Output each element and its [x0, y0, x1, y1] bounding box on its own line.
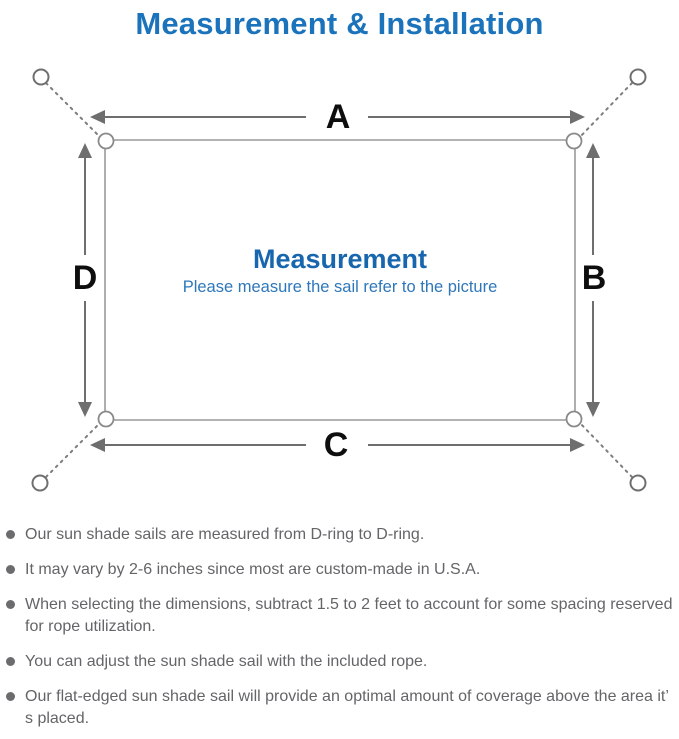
arrow-c-head-left — [90, 438, 105, 452]
dimension-label-c: C — [324, 426, 349, 464]
anchor-ring-icon-top-left — [32, 68, 50, 86]
note-item-1: Our sun shade sails are measured from D-… — [6, 524, 677, 546]
guy-line-bottom-left — [45, 420, 103, 478]
guy-line-bottom-right — [577, 420, 633, 478]
measurement-heading: Measurement — [253, 244, 427, 274]
bullet-icon — [6, 530, 15, 539]
d-ring-icon-bottom-left — [97, 410, 115, 428]
arrow-c-head-right — [570, 438, 585, 452]
d-ring-icon-top-right — [565, 132, 583, 150]
bullet-icon — [6, 600, 15, 609]
measurement-diagram: A C D B Measurement Please measure the s… — [31, 68, 647, 492]
note-item-3: When selecting the dimensions, subtract … — [6, 594, 677, 638]
arrow-d-head-down — [78, 402, 92, 417]
bullet-icon — [6, 692, 15, 701]
arrow-d-head-up — [78, 143, 92, 158]
arrow-a-head-right — [570, 110, 585, 124]
arrow-a-head-left — [90, 110, 105, 124]
arrow-b-head-up — [586, 143, 600, 158]
anchor-ring-icon-top-right — [629, 68, 647, 86]
note-item-4: You can adjust the sun shade sail with t… — [6, 651, 677, 673]
sail-outline — [104, 139, 576, 421]
note-text: It may vary by 2-6 inches since most are… — [25, 561, 481, 578]
note-text: Our sun shade sails are measured from D-… — [25, 526, 425, 543]
d-ring-icon-top-left — [97, 132, 115, 150]
page-title: Measurement & Installation — [135, 6, 544, 41]
anchor-ring-icon-bottom-left — [31, 474, 49, 492]
note-text: When selecting the dimensions, subtract … — [25, 596, 673, 635]
bullet-icon — [6, 565, 15, 574]
anchor-ring-icon-bottom-right — [629, 474, 647, 492]
guy-line-top-left — [45, 82, 103, 140]
d-ring-icon-bottom-right — [565, 410, 583, 428]
dimension-label-d: D — [73, 259, 98, 297]
bullet-icon — [6, 657, 15, 666]
dimension-label-b: B — [582, 259, 607, 297]
note-item-2: It may vary by 2-6 inches since most are… — [6, 559, 677, 581]
measurement-subtitle: Please measure the sail refer to the pic… — [183, 278, 498, 296]
dimension-label-a: A — [326, 98, 351, 136]
note-text: Our flat-edged sun shade sail will provi… — [25, 688, 669, 727]
note-item-5: Our flat-edged sun shade sail will provi… — [6, 686, 677, 730]
note-text: You can adjust the sun shade sail with t… — [25, 653, 428, 670]
arrow-b-head-down — [586, 402, 600, 417]
guy-line-top-right — [577, 82, 633, 140]
notes-list: Our sun shade sails are measured from D-… — [0, 524, 679, 730]
